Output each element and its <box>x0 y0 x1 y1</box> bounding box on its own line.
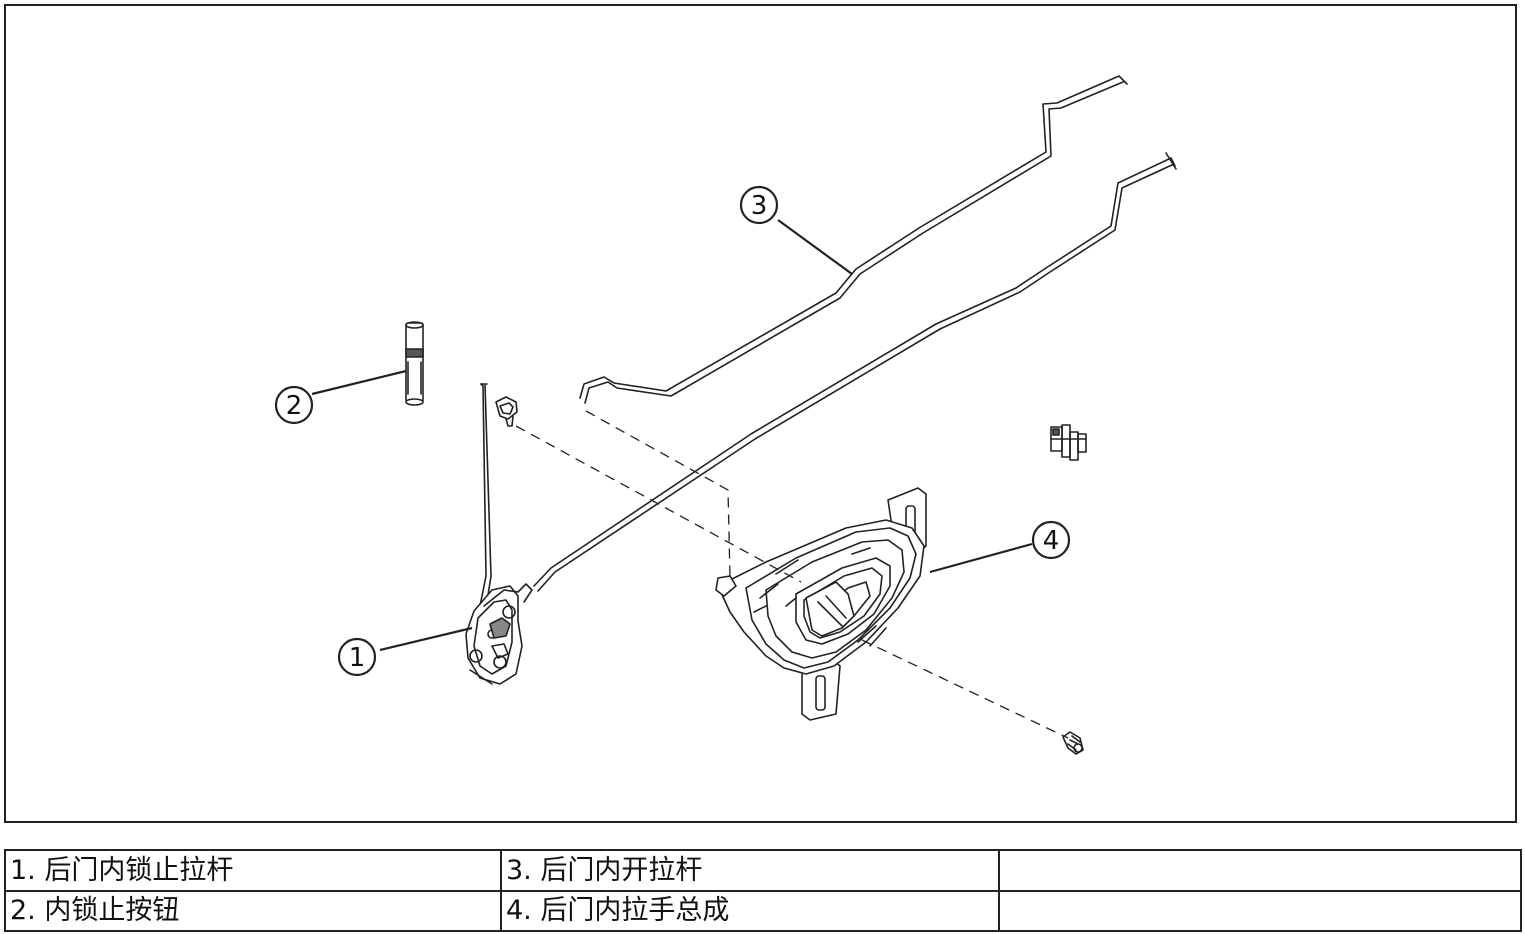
mounting-clip <box>1050 424 1087 461</box>
legend-cell: 3. 后门内开拉杆 <box>500 849 1000 892</box>
rod-clip <box>495 396 518 427</box>
lock-button <box>405 321 424 406</box>
callout-number-4: 4 <box>1043 526 1060 556</box>
legend-cell <box>998 889 1522 932</box>
screw <box>1062 731 1084 755</box>
callout-circle-2 <box>274 385 314 425</box>
callout-number-1: 1 <box>349 643 366 673</box>
leader-line-2 <box>311 369 407 396</box>
inner-lock-rod <box>479 383 492 609</box>
legend-row: 1. 后门内锁止拉杆 3. 后门内开拉杆 <box>4 849 1522 892</box>
legend-cell: 1. 后门内锁止拉杆 <box>4 849 502 892</box>
legend-row: 2. 内锁止按钮 4. 后门内拉手总成 <box>4 889 1522 932</box>
callout-circle-4 <box>1031 520 1071 560</box>
inner-opening-rod <box>579 75 1128 404</box>
assembly-lines <box>515 410 1069 739</box>
legend-cell: 4. 后门内拉手总成 <box>500 889 1000 932</box>
inner-handle-assembly <box>715 487 927 721</box>
door-latch <box>465 583 533 685</box>
legend-cell <box>998 849 1522 892</box>
legend-cell: 2. 内锁止按钮 <box>4 889 502 932</box>
leader-line-3 <box>777 219 853 275</box>
callout-number-3: 3 <box>751 191 768 221</box>
latch-rod <box>533 152 1177 592</box>
exploded-diagram: 3 2 1 4 <box>4 4 1517 823</box>
callout-number-2: 2 <box>286 391 303 421</box>
leader-line-1 <box>379 626 473 652</box>
callout-circle-1 <box>337 637 377 677</box>
leader-line-4 <box>929 542 1033 574</box>
callout-circle-3 <box>739 185 779 225</box>
parts-legend-table: 1. 后门内锁止拉杆 3. 后门内开拉杆 2. 内锁止按钮 4. 后门内拉手总成 <box>4 849 1522 932</box>
